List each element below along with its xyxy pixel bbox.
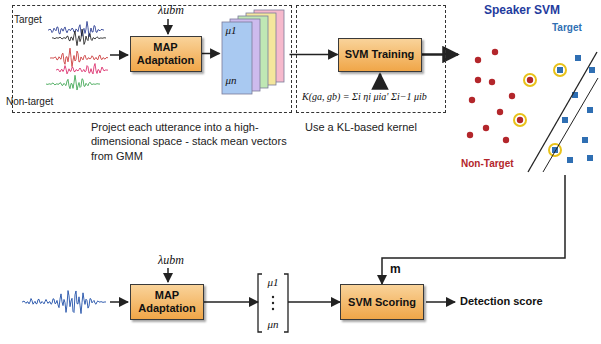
target-point [582,137,588,143]
target-point [587,107,593,113]
non-target-point [467,132,473,138]
input-arrow [110,301,128,303]
node-text: MAP Adaptation [136,41,196,66]
mean-vector-stack: μ1 μn [220,8,290,96]
edge-label: m [388,262,403,276]
non-target-point [509,93,515,99]
node-text: μ1 [258,276,288,288]
vector-bracket [258,274,262,332]
node-text: Project each utterance into a high-dimen… [91,120,291,163]
process-box: SVM Training [338,38,422,72]
waveform-trace [22,291,106,314]
connector-arrow [382,175,565,284]
ubm-arrow [167,268,169,282]
non-target-point [475,57,481,63]
process-box: SVM Scoring [340,284,424,320]
node-text: μ1 [226,24,237,36]
target-point [562,117,568,123]
non-target-point [492,49,498,55]
vector-dot [272,308,274,310]
waveform-trace [50,48,108,67]
input-label: Non-target [6,96,53,107]
process-box: MAP Adaptation [130,36,202,72]
vector-bracket [284,274,288,332]
waveform-trace [52,29,106,45]
input-arrow [110,54,128,56]
target-point [575,55,581,61]
mean-vector-stack [222,10,284,94]
class-label: Non-Target [461,158,514,169]
waveform-trace [48,21,104,36]
support-vector-ring [549,144,561,156]
node-text: SVM Training [345,48,415,61]
ubm-label: λubm [158,253,184,268]
non-target-point [483,125,489,131]
node-text: Use a KL-based kernel [305,120,425,134]
non-target-point [489,79,495,85]
svm-boundary [528,52,597,172]
non-target-point [475,77,481,83]
target-point [587,155,593,161]
waveform-trace [46,75,100,90]
connector-arrow [422,53,459,56]
mean-vector: μ1 μn [258,274,288,332]
kernel-formula: K(ga, gb) = Σi ηi μia' Σi−1 μib [302,91,427,102]
waveforms [22,21,108,313]
node-text: μn [258,318,288,330]
mean-vector-sheet [222,22,252,94]
waveform-trace [56,64,108,74]
target-point [567,157,573,163]
node-text: MAP Adaptation [136,289,198,314]
dashed-group: Project each utterance into a high-dimen… [12,5,292,113]
ubm-arrow [167,19,169,34]
non-target-point [503,137,509,143]
input-label: Target [14,14,42,25]
support-vector-ring [514,114,526,126]
support-vector-ring [524,74,536,86]
output-label: Detection score [460,295,543,307]
connector-arrow [204,301,258,303]
node-text: Speaker SVM [484,3,560,17]
support-vector-ring [554,64,566,76]
target-point [557,67,563,73]
connector-arrow [288,301,340,303]
target-point [589,67,595,73]
connector-arrow [202,53,220,55]
svm-margin [543,78,598,172]
svm-scatter [467,49,598,172]
process-box: MAP Adaptation [130,284,204,320]
non-target-point [527,77,533,83]
non-target-point [497,109,503,115]
node-text: μn [226,74,237,86]
vector-dot [272,296,274,298]
vector-dot [272,302,274,304]
non-target-point [517,117,523,123]
kernel-arrow [379,74,382,89]
non-target-point [469,97,475,103]
output-arrow [426,301,455,303]
class-label: Target [552,22,582,33]
node-text: SVM Scoring [348,296,416,309]
ubm-label: λubm [158,3,184,18]
